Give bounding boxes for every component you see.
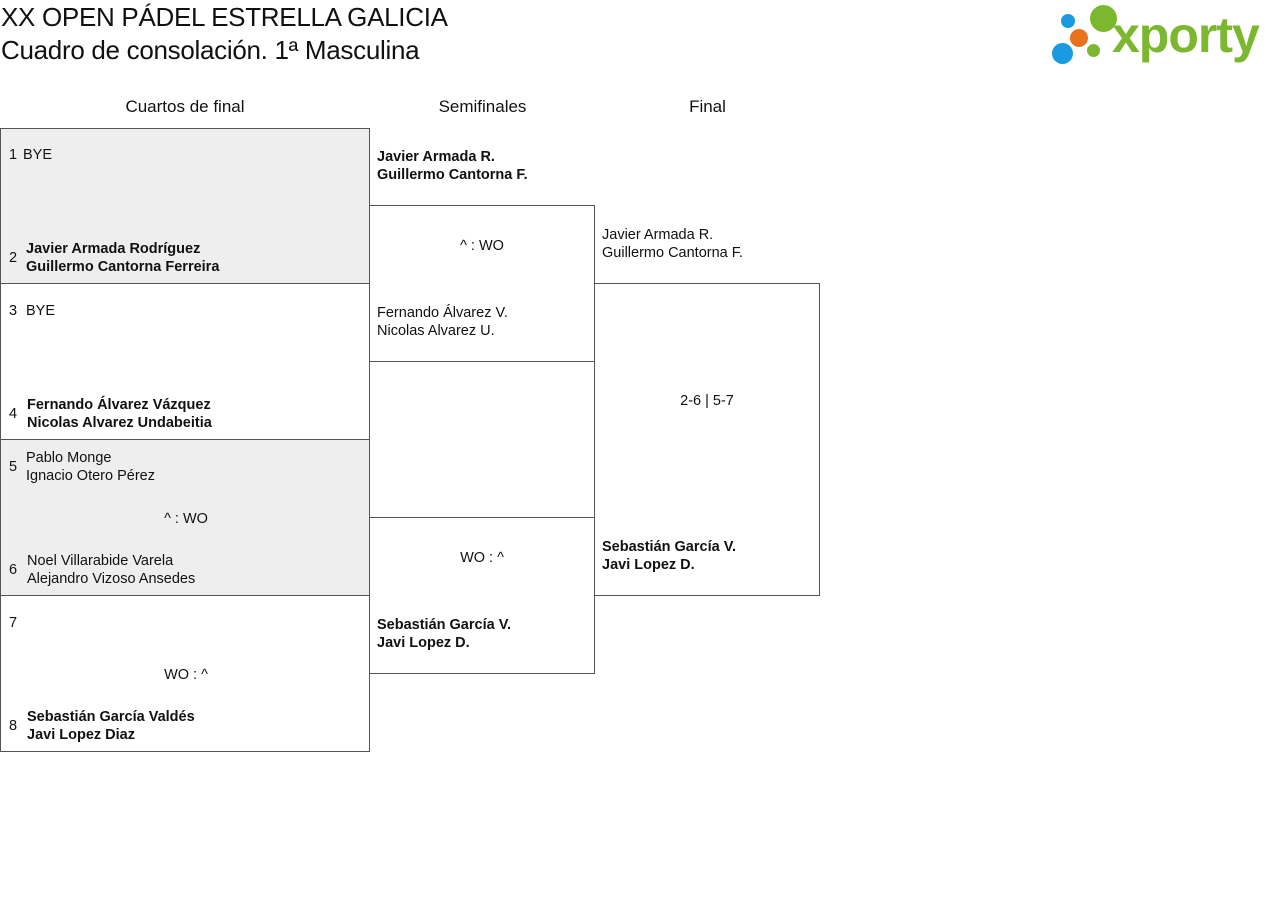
seed-number: 4	[9, 406, 18, 422]
xporty-logo[interactable]: xporty	[1050, 4, 1276, 68]
team-player-1: Sebastián García V.	[602, 539, 737, 555]
final-match: 2-6 | 5-7 Sebastián García V. Javi Lopez…	[594, 283, 820, 596]
sf1-team-a-player-1: Javier Armada R.	[377, 149, 495, 165]
team-player-1: Fernando Álvarez Vázquez	[27, 397, 211, 413]
qf-match-1: 1 BYE 2 Javier Armada Rodríguez Guillerm…	[0, 128, 370, 284]
round-final: Final	[689, 97, 726, 116]
sf-match-1: ^ : WO Fernando Álvarez V. Nicolas Alvar…	[369, 205, 595, 362]
match-result: WO : ^	[460, 550, 504, 566]
team-player-1: Sebastián García Valdés	[27, 709, 195, 725]
qf-match-3: 5 Pablo Monge Ignacio Otero Pérez ^ : WO…	[0, 439, 370, 596]
seed-number: 6	[9, 562, 18, 578]
team-player-2: Nicolas Alvarez Undabeitia	[27, 415, 212, 431]
team-player-2: Nicolas Alvarez U.	[377, 323, 495, 339]
round-semifinals: Semifinales	[438, 97, 527, 116]
team-player-1: Javier Armada Rodríguez	[26, 241, 201, 257]
team-player-2: Guillermo Cantorna Ferreira	[26, 259, 220, 275]
qf-match-2: 3 BYE 4 Fernando Álvarez Vázquez Nicolas…	[0, 283, 370, 440]
final-team-a-player-2: Guillermo Cantorna F.	[602, 245, 744, 261]
team-player-2: Alejandro Vizoso Ansedes	[27, 571, 196, 587]
sf-match-2: WO : ^ Sebastián García V. Javi Lopez D.	[369, 517, 595, 674]
team-player-1: Pablo Monge	[26, 450, 112, 466]
seed-number: 7	[9, 615, 18, 631]
team-name: BYE	[26, 303, 56, 319]
tournament-title: XX OPEN PÁDEL ESTRELLA GALICIA	[1, 2, 448, 32]
xporty-wordmark: xporty	[1112, 7, 1260, 63]
match-result: ^ : WO	[460, 238, 504, 254]
team-name: BYE	[23, 147, 53, 163]
team-player-2: Javi Lopez Diaz	[27, 727, 135, 743]
team-player-1: Fernando Álvarez V.	[377, 305, 508, 321]
qf-match-4: 7 WO : ^ 8 Sebastián García Valdés Javi …	[0, 595, 370, 752]
team-player-2: Javi Lopez D.	[602, 557, 695, 573]
team-player-1: Sebastián García V.	[377, 617, 512, 633]
seed-number: 8	[9, 718, 18, 734]
seed-number: 1	[9, 147, 18, 163]
match-result: ^ : WO	[164, 511, 208, 527]
sf1-team-a-player-2: Guillermo Cantorna F.	[377, 167, 528, 183]
team-player-1: Noel Villarabide Varela	[27, 553, 174, 569]
round-quarterfinals: Cuartos de final	[125, 97, 245, 116]
match-result: 2-6 | 5-7	[680, 393, 734, 409]
seed-number: 5	[9, 459, 18, 475]
match-result: WO : ^	[164, 667, 208, 683]
team-player-2: Javi Lopez D.	[377, 635, 470, 651]
seed-number: 3	[9, 303, 18, 319]
seed-number: 2	[9, 250, 18, 266]
team-player-2: Ignacio Otero Pérez	[26, 468, 155, 484]
final-team-a-player-1: Javier Armada R.	[602, 227, 714, 243]
draw-subtitle: Cuadro de consolación. 1ª Masculina	[1, 35, 420, 65]
